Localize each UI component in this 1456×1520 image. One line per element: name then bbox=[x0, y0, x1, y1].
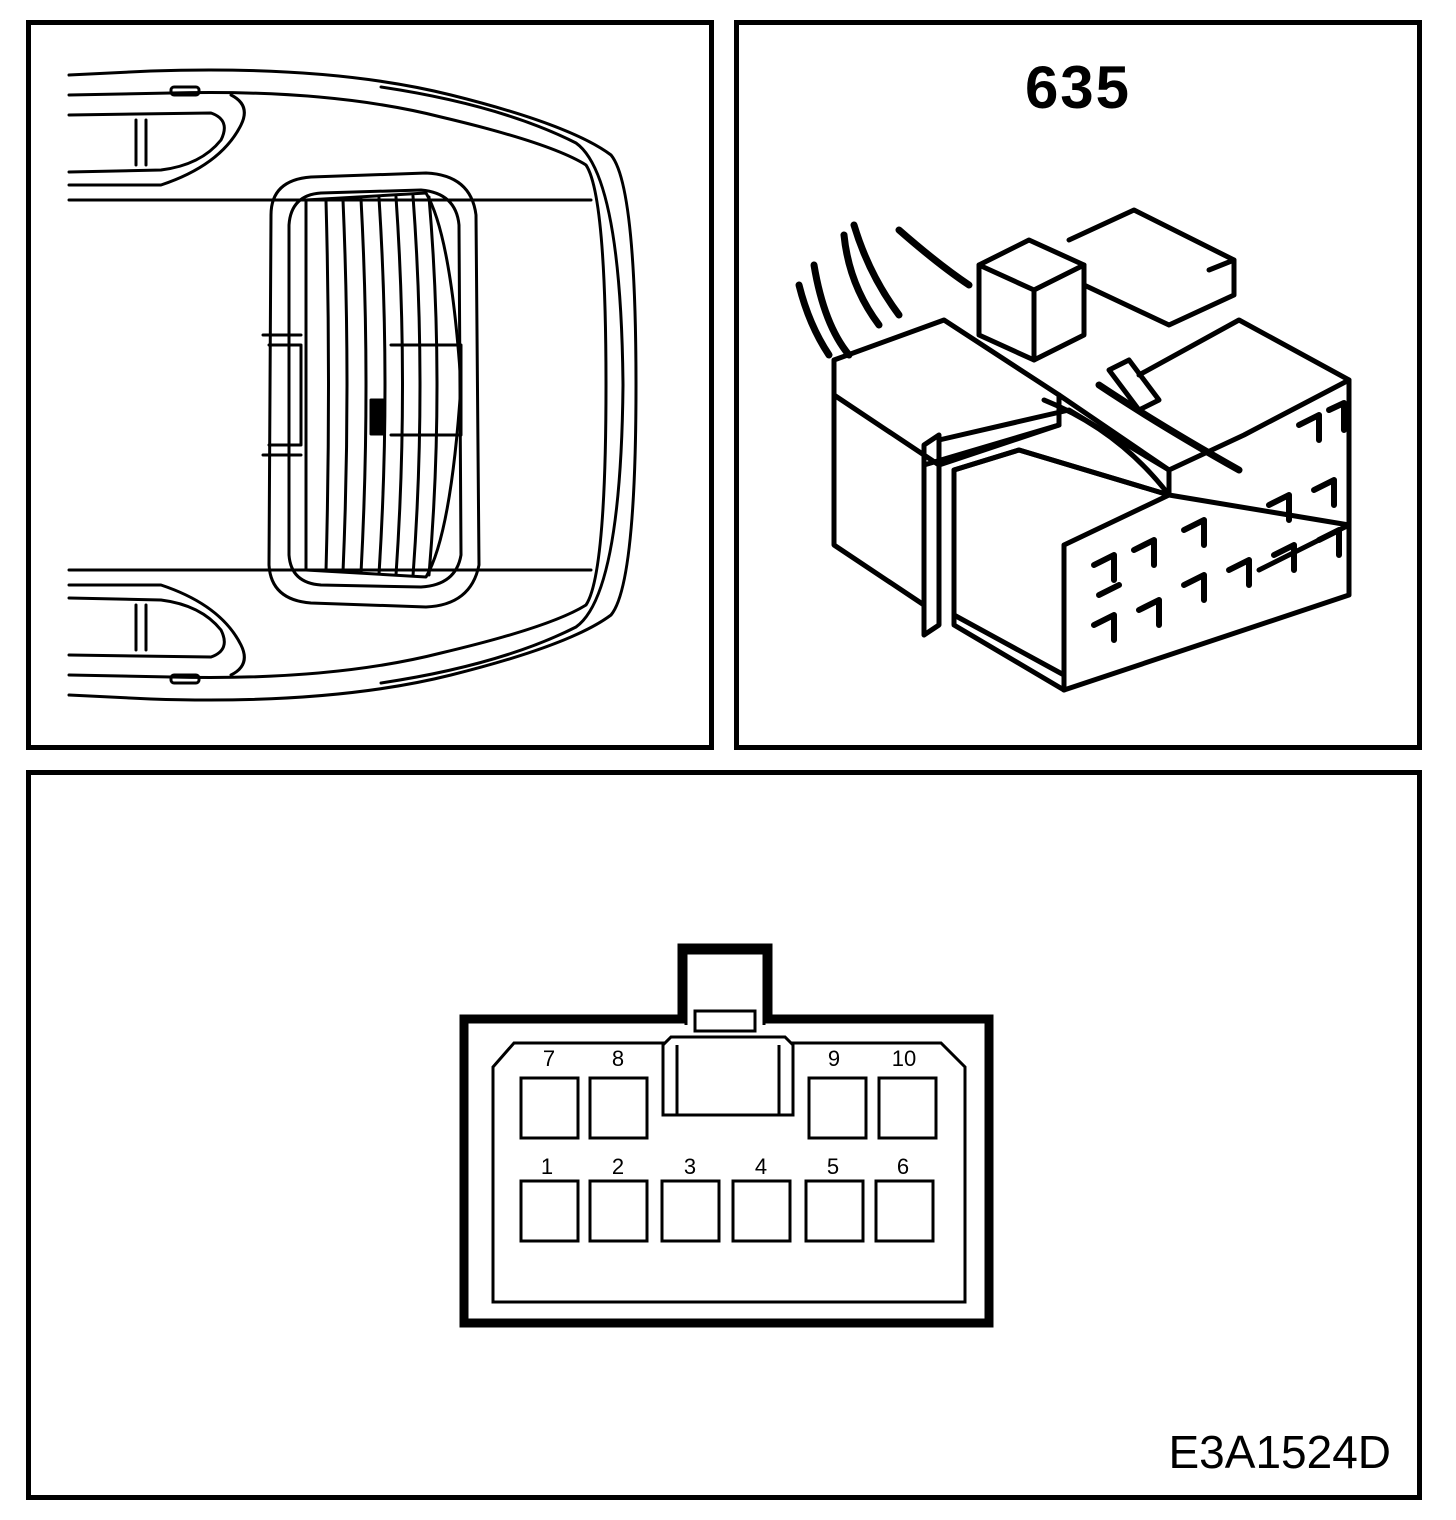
rear-window-frame-inner bbox=[287, 188, 463, 589]
locking-block bbox=[976, 237, 1087, 363]
connector-latch bbox=[684, 951, 766, 1025]
pin-label-9: 9 bbox=[828, 1046, 840, 1071]
stop-lamp-connector-location bbox=[369, 398, 385, 436]
stop-lamp-outline bbox=[389, 343, 463, 437]
pin-label-10: 10 bbox=[892, 1046, 916, 1071]
vehicle-location-panel bbox=[26, 20, 714, 750]
pin-label-7: 7 bbox=[543, 1046, 555, 1071]
pin-cavity-10 bbox=[877, 1076, 938, 1140]
rear-window-frame-outer bbox=[267, 171, 481, 609]
pin-label-5: 5 bbox=[827, 1154, 839, 1179]
pin-label-4: 4 bbox=[755, 1154, 767, 1179]
pin-label-2: 2 bbox=[612, 1154, 624, 1179]
connector-id-label: 635 bbox=[1024, 54, 1132, 121]
front-housing bbox=[921, 432, 942, 638]
terminal-slots bbox=[1091, 400, 1347, 643]
figure-code: E3A1524D bbox=[1168, 1426, 1392, 1478]
left-side-bump bbox=[267, 343, 303, 447]
pin-cavity-6 bbox=[874, 1179, 935, 1243]
pin-label-6: 6 bbox=[897, 1154, 909, 1179]
lower-handle bbox=[169, 673, 201, 685]
pin-label-1: 1 bbox=[541, 1154, 553, 1179]
vehicle-top-view-drawing bbox=[67, 68, 638, 702]
pin-cavity-9 bbox=[807, 1076, 868, 1140]
pin-cavity-7 bbox=[519, 1076, 580, 1140]
right-housing bbox=[1136, 317, 1352, 573]
pin-label-3: 3 bbox=[684, 1154, 696, 1179]
pin-cavity-3 bbox=[660, 1179, 721, 1243]
latch-tab bbox=[693, 1009, 757, 1033]
connector-view-panel: 635 bbox=[734, 20, 1422, 750]
pin-cavity-8 bbox=[588, 1076, 649, 1140]
front-face bbox=[1061, 492, 1352, 693]
body-outline-outer bbox=[67, 68, 638, 702]
connector-shell bbox=[459, 943, 994, 1328]
pin-label-8: 8 bbox=[612, 1046, 624, 1071]
latch-body bbox=[661, 1035, 795, 1115]
pin-cavity-4 bbox=[731, 1179, 792, 1243]
pin-cavity-2 bbox=[588, 1179, 649, 1243]
pin-cavity-5 bbox=[804, 1179, 865, 1243]
lower-window-frame bbox=[67, 596, 226, 659]
connector-3d-drawing bbox=[795, 207, 1352, 693]
locking-latch bbox=[1106, 357, 1162, 413]
body-outline-inner bbox=[67, 91, 608, 679]
wire-harness bbox=[795, 221, 973, 359]
rear-housing bbox=[1066, 207, 1237, 328]
pin-cavity-1 bbox=[519, 1179, 580, 1243]
lower-pillar bbox=[67, 583, 246, 677]
upper-handle bbox=[169, 85, 201, 97]
body-outline-inner-2 bbox=[379, 85, 625, 685]
pinout-drawing: 7 8 9 10 1 2 3 4 5 6 bbox=[459, 943, 994, 1328]
pinout-panel: 7 8 9 10 1 2 3 4 5 6 E3A1524D bbox=[26, 770, 1422, 1500]
upper-pillar bbox=[67, 93, 246, 187]
upper-window-frame bbox=[67, 111, 226, 174]
connector-face bbox=[491, 1041, 967, 1304]
left-housing bbox=[831, 317, 1062, 468]
